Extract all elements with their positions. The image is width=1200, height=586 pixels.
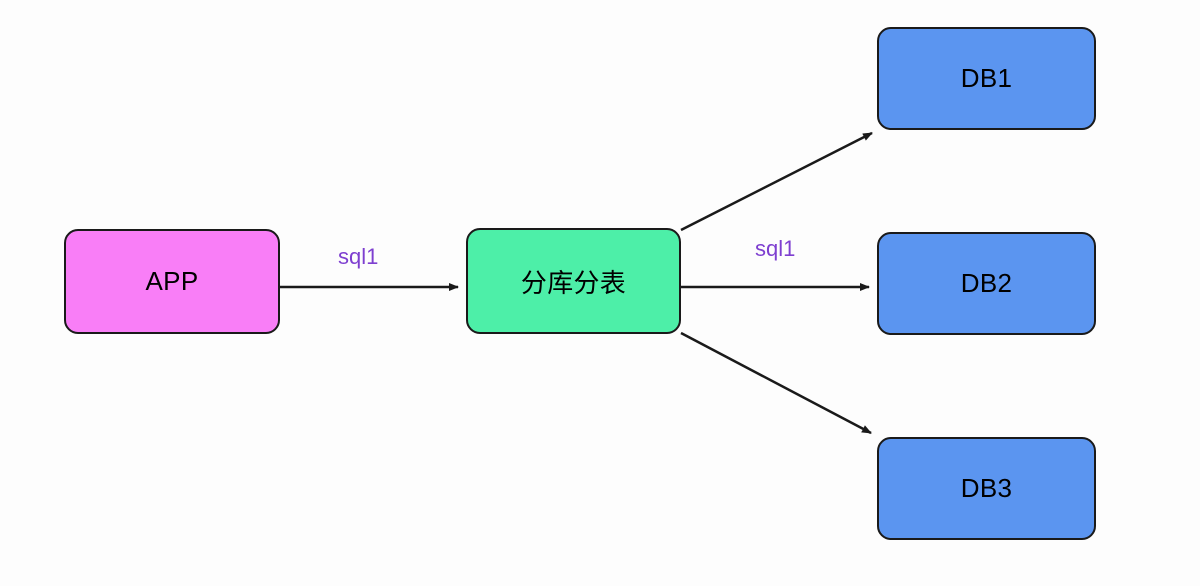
node-db2[interactable]: DB2: [877, 232, 1096, 335]
node-db1-label: DB1: [960, 63, 1013, 93]
edge-label-app-to-shard: sql1: [338, 244, 379, 269]
edge-shard-to-db1: [680, 131, 873, 232]
edge-label-shard-to-db2: sql1: [755, 236, 796, 261]
node-app-label: APP: [145, 266, 199, 296]
node-db3-label: DB3: [960, 473, 1013, 503]
edge-shard-to-db3: [680, 331, 872, 435]
node-db1[interactable]: DB1: [877, 27, 1096, 130]
node-db2-label: DB2: [960, 268, 1013, 298]
node-db3[interactable]: DB3: [877, 437, 1096, 540]
node-sharding[interactable]: 分库分表: [466, 228, 681, 334]
node-app[interactable]: APP: [64, 229, 280, 334]
node-sharding-label: 分库分表: [520, 268, 627, 299]
